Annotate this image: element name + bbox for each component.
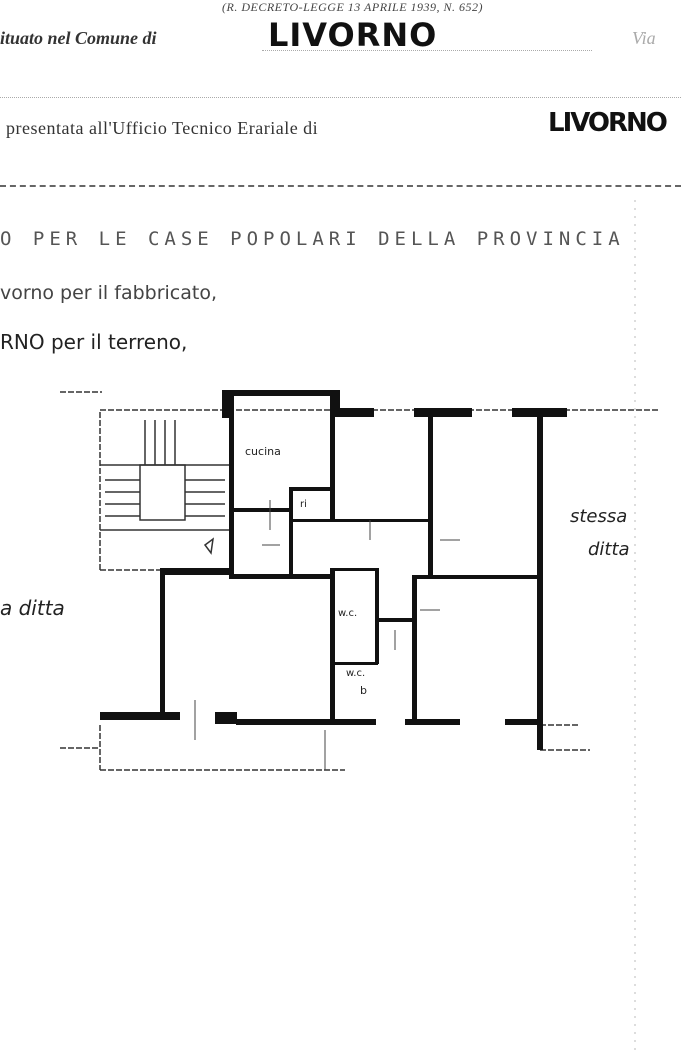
located-label: ituato nel Comune di (0, 28, 157, 48)
note-right-2: ditta (588, 539, 630, 560)
owner-line-3: RNO per il terreno, (0, 330, 188, 354)
label-wc-2: w.c. (346, 668, 365, 679)
note-right-1: stessa (570, 506, 627, 527)
located-dotted-line (262, 50, 592, 51)
office-value-handwritten[interactable]: LIVORNO (548, 108, 668, 138)
note-left: a ditta (0, 596, 65, 620)
blank-dotted-line (0, 97, 681, 98)
office-label: presentata all'Ufficio Tecnico Erariale … (6, 118, 319, 138)
owner-line-1: O PER LE CASE POPOLARI DELLA PROVINCIA (0, 228, 625, 250)
located-value-handwritten[interactable]: LIVORNO (268, 16, 438, 54)
label-closet: ri (300, 499, 307, 510)
label-wc-1: w.c. (338, 608, 357, 619)
dimension-ticks (194, 500, 460, 770)
decree-reference: (R. DECRETO-LEGGE 13 APRILE 1939, N. 652… (222, 0, 484, 14)
via-label: Via (632, 28, 656, 48)
label-kitchen: cucina (245, 445, 281, 458)
owner-line-2: vorno per il fabbricato, (0, 282, 217, 304)
section-divider (0, 185, 681, 187)
stair-icon (100, 420, 230, 555)
label-bath: b (360, 684, 367, 697)
walls (100, 390, 567, 750)
